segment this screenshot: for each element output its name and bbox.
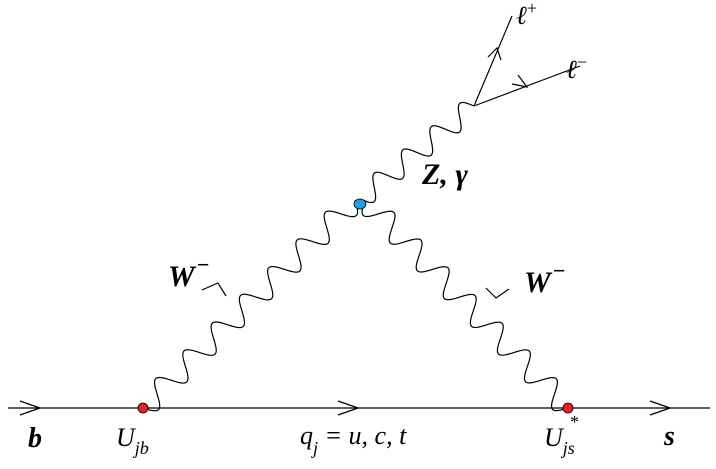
lepton-minus-main: ℓ — [566, 55, 577, 84]
coupling-right-sub: js — [561, 438, 575, 458]
z-gamma-boson-line — [359, 101, 475, 204]
label-s: s — [663, 421, 675, 452]
lepton-plus-main: ℓ — [516, 1, 527, 30]
lepton-minus-sup: − — [577, 52, 587, 72]
arrow-quark — [337, 400, 360, 416]
w-boson-left-line — [142, 199, 359, 412]
ckm-vertex-left — [137, 402, 149, 414]
w-left-sup: − — [197, 252, 210, 277]
w-right-sup: − — [553, 258, 566, 283]
w-right-main: W — [524, 266, 553, 299]
label-lepton-plus: ℓ+ — [516, 0, 537, 30]
label-z-gamma: Z, γ — [421, 158, 468, 191]
lepton-plus-sup: + — [527, 0, 537, 18]
coupling-left-main: U — [116, 423, 137, 452]
lepton-plus-line — [473, 15, 513, 107]
lepton-minus-line — [473, 65, 581, 107]
label-w-right: W− — [524, 258, 565, 299]
label-coupling-left: Ujb — [116, 423, 149, 458]
lepton-plus-arrow — [487, 46, 502, 61]
label-w-left: W− — [168, 252, 209, 293]
label-lepton-minus: ℓ− — [566, 52, 587, 84]
gauge-vertex — [353, 198, 367, 210]
ckm-vertex-right — [562, 402, 574, 414]
w-left-arrow — [201, 282, 227, 297]
coupling-left-sub: jb — [133, 438, 149, 458]
lepton-minus-arrow — [511, 74, 529, 88]
quark-sub: j — [311, 438, 318, 458]
w-boson-right-line — [361, 199, 569, 412]
arrow-b-in — [19, 400, 42, 416]
arrow-s-out — [649, 400, 672, 416]
label-coupling-right: Ujs — [544, 423, 575, 458]
quark-rest: = u, c, t — [318, 421, 407, 450]
w-left-main: W — [168, 260, 197, 293]
w-right-arrow — [485, 287, 510, 299]
label-b: b — [28, 423, 42, 454]
coupling-right-main: U — [544, 423, 565, 452]
quark-main: q — [300, 421, 313, 450]
label-internal-quark: qj = u, c, t — [300, 421, 407, 458]
label-coupling-right-star: * — [570, 412, 579, 432]
